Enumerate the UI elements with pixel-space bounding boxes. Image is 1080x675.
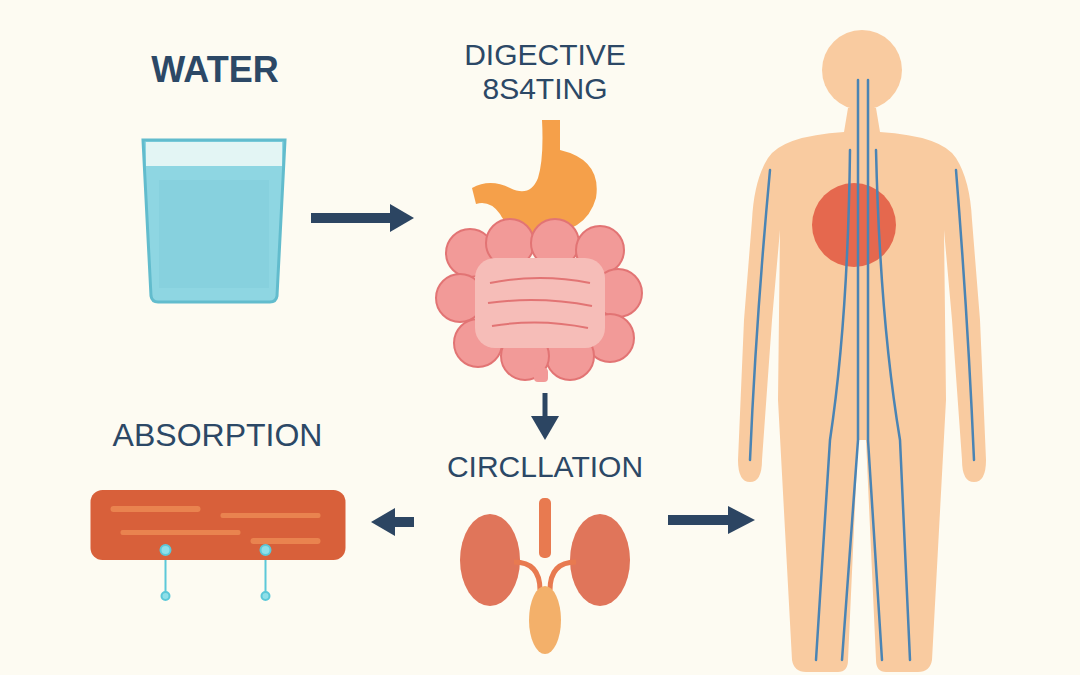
arrow-to-body bbox=[660, 500, 760, 540]
stage-node: ABSORPTION bbox=[74, 418, 361, 608]
human-body-illustration bbox=[730, 20, 1000, 675]
flow-arrow bbox=[531, 393, 559, 440]
stage-heading: WATER bbox=[129, 50, 301, 90]
stage-node: CIRCLLATION bbox=[424, 450, 666, 660]
stage-heading: DIGECTIVE 8S4TING bbox=[424, 38, 666, 105]
stage-node: WATER bbox=[129, 50, 301, 305]
stage-node: DIGECTIVE 8S4TING bbox=[424, 38, 666, 383]
flow-arrow bbox=[311, 204, 414, 232]
stage-heading: CIRCLLATION bbox=[424, 450, 666, 484]
flow-arrow bbox=[371, 508, 414, 536]
stage-heading: ABSORPTION bbox=[74, 418, 361, 454]
